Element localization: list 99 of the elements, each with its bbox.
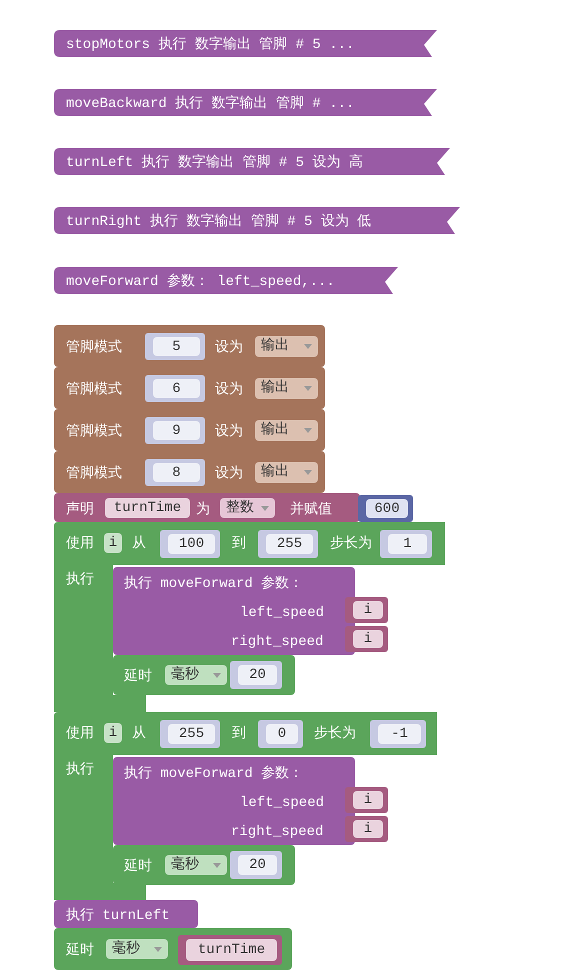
value-field: i	[353, 601, 383, 619]
dropdown-field: 输出	[255, 336, 318, 357]
variable-block	[345, 816, 388, 842]
block-label: turnLeft 执行 数字输出 管脚 # 5 设为 高	[66, 153, 363, 173]
collapsed-block	[54, 267, 399, 294]
value-field: 0	[266, 724, 298, 744]
variable-block	[345, 597, 388, 623]
dropdown-field: 毫秒	[106, 939, 168, 959]
variable-field: i	[104, 533, 122, 553]
value-field: 100	[168, 534, 215, 554]
pin-mode-block	[54, 325, 325, 367]
number-input	[145, 333, 205, 360]
block-label: 管脚模式	[66, 464, 122, 484]
block-label: 管脚模式	[66, 422, 122, 442]
value-field: 20	[238, 665, 277, 685]
number-input	[145, 459, 205, 486]
collapsed-block	[54, 148, 451, 175]
number-input	[145, 417, 205, 444]
delay-block	[54, 928, 292, 970]
dropdown-field: 毫秒	[165, 855, 227, 875]
function-call-block	[113, 757, 355, 845]
block-label: 执行	[66, 570, 94, 590]
value-field: i	[353, 791, 383, 809]
number-block	[358, 495, 413, 522]
collapsed-block	[54, 89, 438, 116]
variable-declaration-block	[54, 493, 360, 522]
block-label: 延时	[124, 668, 152, 687]
value-field: 8	[153, 463, 200, 482]
variable-field: turnTime	[105, 498, 190, 518]
block-label: 并赋值	[290, 500, 332, 520]
block-label: 设为	[215, 380, 243, 400]
value-field: i	[353, 820, 383, 838]
number-input	[258, 530, 318, 558]
block-label: right_speed	[231, 823, 324, 842]
block-label: 步长为	[314, 724, 356, 744]
value-field: 6	[153, 379, 200, 398]
number-input	[230, 661, 282, 689]
block-label: stopMotors 执行 数字输出 管脚 # 5 ...	[66, 35, 354, 55]
value-field: 9	[153, 421, 200, 440]
value-field: 20	[238, 855, 277, 875]
block-label: 使用	[66, 724, 94, 744]
block-label: 延时	[66, 942, 94, 961]
function-call-block	[113, 567, 355, 655]
number-input	[230, 851, 282, 879]
block-label: right_speed	[231, 633, 324, 652]
number-input	[258, 720, 303, 748]
block-label: 执行 turnLeft	[66, 906, 170, 926]
number-input	[145, 375, 205, 402]
block-label: 声明	[66, 500, 94, 520]
variable-block	[178, 935, 282, 965]
value-field: i	[353, 630, 383, 648]
value-field: 1	[388, 534, 427, 554]
block-label: 为	[196, 500, 210, 520]
value-field: 600	[366, 499, 408, 518]
value-field: 5	[153, 337, 200, 356]
number-input	[380, 530, 432, 558]
value-field: 255	[168, 724, 215, 744]
block-label: 管脚模式	[66, 380, 122, 400]
variable-block	[345, 626, 388, 652]
dropdown-field: 输出	[255, 378, 318, 399]
collapsed-block	[54, 30, 438, 57]
delay-block	[113, 845, 295, 885]
block-label: left_speed	[240, 794, 324, 813]
value-field: turnTime	[186, 939, 277, 961]
for-loop-block	[54, 522, 445, 712]
value-field: -1	[378, 724, 421, 744]
variable-field: i	[104, 723, 122, 743]
block-label: 延时	[124, 858, 152, 877]
block-label: moveForward 参数： left_speed,...	[66, 272, 335, 292]
block-label: 执行	[66, 760, 94, 780]
dropdown-field: 毫秒	[165, 665, 227, 685]
block-label: 执行 moveForward 参数：	[124, 764, 304, 784]
number-input	[160, 530, 220, 558]
block-label: 执行 moveForward 参数：	[124, 574, 304, 594]
block-label: moveBackward 执行 数字输出 管脚 # ...	[66, 94, 354, 114]
block-label: left_speed	[240, 604, 324, 623]
delay-block	[113, 655, 295, 695]
block-label: 从	[132, 534, 146, 554]
function-call-block	[54, 900, 198, 928]
pin-mode-block	[54, 451, 325, 493]
number-input	[370, 720, 426, 748]
dropdown-field: 输出	[255, 462, 318, 483]
block-label: 管脚模式	[66, 338, 122, 358]
dropdown-field: 整数	[220, 498, 275, 518]
block-label: 使用	[66, 534, 94, 554]
dropdown-field: 输出	[255, 420, 318, 441]
value-field: 255	[266, 534, 313, 554]
number-input	[160, 720, 220, 748]
block-label: 设为	[215, 422, 243, 442]
block-label: 从	[132, 724, 146, 744]
variable-block	[345, 787, 388, 813]
block-label: 到	[232, 534, 246, 554]
block-label: 设为	[215, 338, 243, 358]
for-loop-block	[54, 712, 437, 900]
block-label: 步长为	[330, 534, 372, 554]
collapsed-block	[54, 207, 461, 234]
block-label: 设为	[215, 464, 243, 484]
block-label: turnRight 执行 数字输出 管脚 # 5 设为 低	[66, 212, 372, 232]
block-label: 到	[232, 724, 246, 744]
